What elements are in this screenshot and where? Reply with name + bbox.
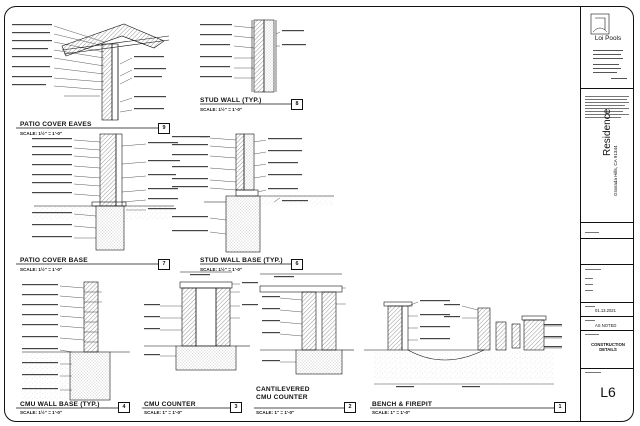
scale-value: AS NOTED	[595, 323, 617, 328]
detail-scale-9: SCALE: 1½" = 1'-0"	[20, 131, 63, 136]
title-block-rule	[581, 264, 634, 265]
detail-scale-4: SCALE: 1½" = 1'-0"	[20, 410, 63, 415]
title-block-rule	[581, 368, 634, 369]
detail-number-1: 1	[554, 402, 566, 413]
detail-drawings	[12, 19, 562, 409]
detail-1-drawing	[364, 301, 562, 385]
detail-title-1: BENCH & FIREPIT	[372, 401, 433, 408]
detail-3-drawing	[144, 271, 250, 371]
title-block-rule	[581, 88, 634, 89]
title-block-graphics	[585, 13, 629, 373]
detail-title-7: PATIO COVER BASE	[20, 257, 88, 264]
detail-number-9: 9	[158, 123, 170, 134]
detail-2-drawing	[259, 273, 354, 375]
detail-title-3: CMU COUNTER	[144, 401, 196, 408]
detail-title-2: CANTILEVERED CMU COUNTER	[256, 386, 310, 401]
detail-number-2: 2	[344, 402, 356, 413]
detail-scale-2: SCALE: 1" = 1'-0"	[256, 410, 295, 415]
detail-scale-7: SCALE: 1½" = 1'-0"	[20, 267, 63, 272]
title-block-rule	[581, 316, 634, 317]
detail-9-drawing	[53, 23, 170, 121]
detail-scale-6: SCALE: 1½" = 1'-0"	[200, 267, 243, 272]
sheet-number: L6	[600, 384, 616, 400]
title-block-rule	[581, 330, 634, 331]
detail-number-8: 8	[291, 99, 303, 110]
sheet-title: CONSTRUCTION DETAILS	[591, 342, 625, 352]
title-block-rule	[581, 222, 634, 223]
detail-7-drawing	[34, 133, 174, 251]
detail-number-3: 3	[230, 402, 242, 413]
project-location: Granada Hills, CA 91344	[613, 145, 618, 196]
detail-title-8: STUD WALL (TYP.)	[200, 97, 262, 104]
detail-scale-8: SCALE: 1½" = 1'-0"	[200, 107, 243, 112]
detail-6-drawing	[204, 133, 334, 253]
title-block-rule	[581, 238, 634, 239]
detail-title-9: PATIO COVER EAVES	[20, 121, 92, 128]
drawing-area: PATIO COVER EAVES SCALE: 1½" = 1'-0" 9 S…	[4, 6, 580, 422]
detail-number-6: 6	[291, 259, 303, 270]
firm-name: Loi Pools	[594, 35, 622, 42]
title-block-rule	[581, 302, 634, 303]
detail-scale-1: SCALE: 1" = 1'-0"	[372, 410, 411, 415]
detail-title-4: CMU WALL BASE (TYP.)	[20, 401, 100, 408]
detail-number-7: 7	[158, 259, 170, 270]
detail-4-drawing	[22, 281, 130, 401]
note-text-placeholders	[12, 24, 562, 390]
detail-number-4: 4	[118, 402, 130, 413]
title-block: Loi Pools Residence Granada Hills, CA 91…	[580, 6, 634, 422]
detail-scale-3: SCALE: 1" = 1'-0"	[144, 410, 183, 415]
detail-8-drawing	[233, 19, 281, 93]
detail-title-6: STUD WALL BASE (TYP.)	[200, 257, 283, 264]
sheet-border	[4, 6, 634, 422]
date-value: 01.13.2021	[595, 308, 616, 313]
project-name: Residence	[602, 108, 613, 156]
